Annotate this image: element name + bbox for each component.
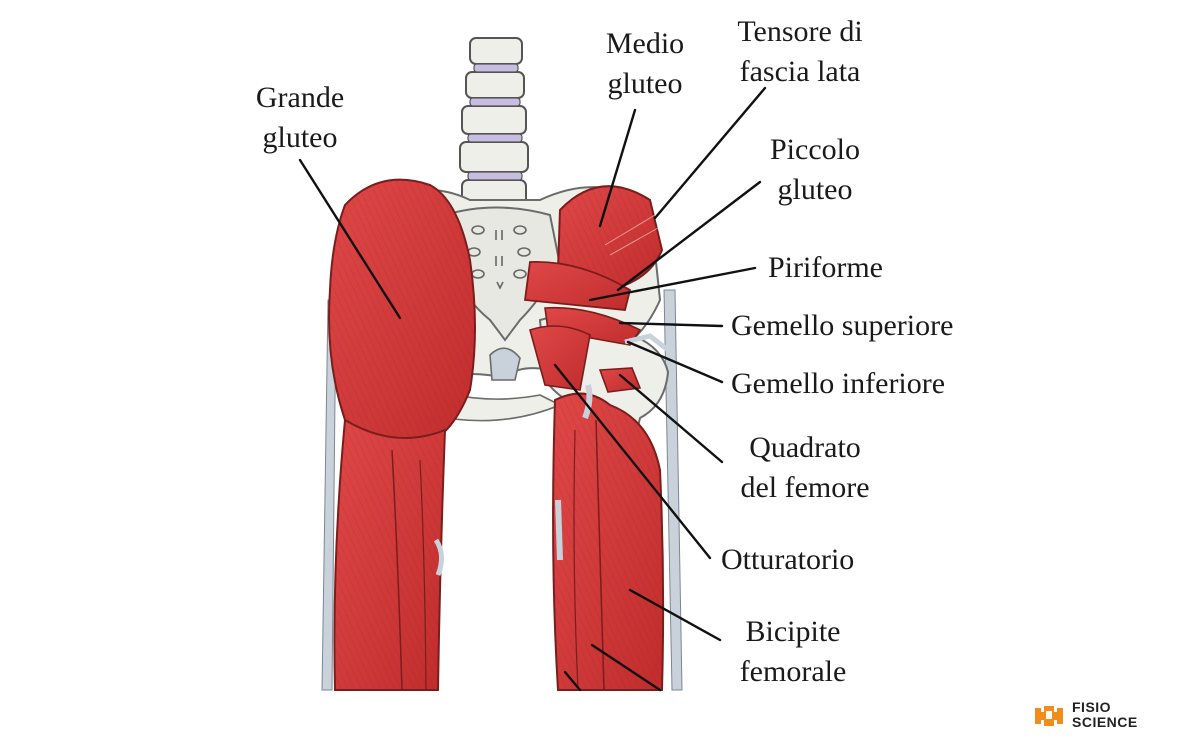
fisio-science-logo-icon <box>1035 706 1063 726</box>
label-grande-gluteo: Grande gluteo <box>255 81 345 154</box>
fisio-science-logo-text: FISIO SCIENCE <box>1072 699 1138 730</box>
label-tensore-fascia-lata: Tensore di fascia lata <box>737 15 863 88</box>
label-gemello-inferiore: Gemello inferiore <box>731 367 946 400</box>
intervertebral-discs <box>467 63 523 181</box>
deep-rotators <box>523 261 670 393</box>
label-bicipite-femorale: Bicipite femorale <box>739 615 847 688</box>
fisio-science-logo: FISIO SCIENCE <box>1032 698 1172 732</box>
gluteus-medius <box>556 185 664 292</box>
label-quadrato-del-femore: Quadrato del femore <box>740 431 870 504</box>
lumbar-spine <box>459 37 529 207</box>
label-otturatorio: Otturatorio <box>721 543 855 576</box>
gluteus-maximus <box>328 178 476 447</box>
label-piccolo-gluteo: Piccolo gluteo <box>770 133 860 206</box>
left-thigh-muscles <box>333 418 447 691</box>
label-piriforme: Piriforme <box>768 251 883 284</box>
label-medio-gluteo: Medio gluteo <box>605 27 685 100</box>
leader-lines <box>298 86 767 692</box>
right-thigh-muscles <box>552 384 665 691</box>
label-gemello-superiore: Gemello superiore <box>731 309 954 342</box>
